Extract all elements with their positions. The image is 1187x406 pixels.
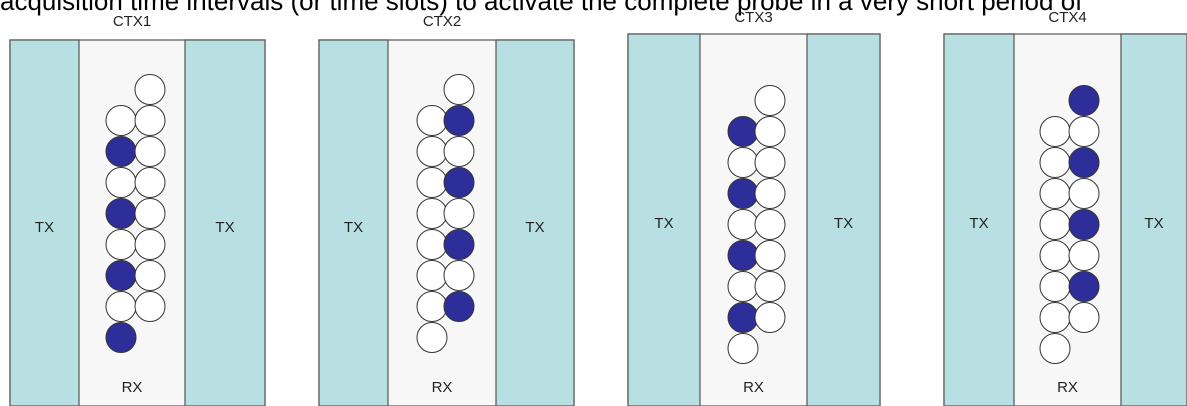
inactive-element: [727, 271, 759, 302]
inactive-element: [134, 167, 166, 198]
inactive-element: [105, 291, 137, 322]
inactive-element: [1068, 116, 1100, 147]
tx-right-label: TX: [525, 219, 544, 236]
rx-label: RX: [122, 379, 143, 396]
active-element: [727, 116, 759, 147]
active-element: [443, 291, 475, 322]
active-element: [1068, 147, 1100, 178]
inactive-element: [1039, 209, 1071, 240]
tx-left-label: TX: [969, 215, 988, 232]
inactive-element: [727, 147, 759, 178]
inactive-element: [416, 291, 448, 322]
active-element: [105, 198, 137, 229]
inactive-element: [754, 209, 786, 240]
active-element: [105, 260, 137, 291]
inactive-element: [134, 229, 166, 260]
active-element: [727, 178, 759, 209]
inactive-element: [416, 198, 448, 229]
inactive-element: [1039, 271, 1071, 302]
inactive-element: [134, 74, 166, 105]
rx-label: RX: [432, 379, 453, 396]
inactive-element: [416, 167, 448, 198]
inactive-element: [1068, 240, 1100, 271]
header-text: acquisition time intervals (or time slot…: [0, 0, 1083, 16]
inactive-element: [1039, 147, 1071, 178]
inactive-element: [754, 302, 786, 333]
tx-left-label: TX: [654, 215, 673, 232]
inactive-element: [105, 229, 137, 260]
tx-right-region: [184, 39, 266, 406]
active-element: [1068, 85, 1100, 116]
inactive-element: [443, 198, 475, 229]
tx-right-region: [495, 39, 575, 406]
inactive-element: [754, 271, 786, 302]
inactive-element: [416, 105, 448, 136]
inactive-element: [134, 105, 166, 136]
inactive-element: [727, 333, 759, 364]
tx-left-region: [9, 39, 80, 406]
active-element: [443, 229, 475, 260]
inactive-element: [416, 322, 448, 353]
tx-left-region: [943, 33, 1015, 406]
inactive-element: [134, 136, 166, 167]
tx-right-label: TX: [1144, 215, 1163, 232]
active-element: [1068, 271, 1100, 302]
inactive-element: [134, 291, 166, 322]
tx-right-label: TX: [834, 215, 853, 232]
tx-right-region: [806, 33, 881, 406]
tx-left-region: [627, 33, 701, 406]
inactive-element: [1039, 302, 1071, 333]
inactive-element: [443, 74, 475, 105]
inactive-element: [754, 178, 786, 209]
inactive-element: [443, 136, 475, 167]
rx-label: RX: [1057, 379, 1078, 396]
active-element: [443, 167, 475, 198]
inactive-element: [443, 260, 475, 291]
panel-title: CTX4: [1048, 9, 1086, 26]
active-element: [105, 136, 137, 167]
inactive-element: [1039, 240, 1071, 271]
inactive-element: [134, 198, 166, 229]
rx-label: RX: [743, 379, 764, 396]
active-element: [443, 105, 475, 136]
active-element: [727, 302, 759, 333]
inactive-element: [754, 147, 786, 178]
inactive-element: [754, 240, 786, 271]
inactive-element: [105, 105, 137, 136]
inactive-element: [1039, 116, 1071, 147]
inactive-element: [416, 260, 448, 291]
inactive-element: [754, 116, 786, 147]
inactive-element: [1039, 178, 1071, 209]
tx-right-label: TX: [215, 219, 234, 236]
panel-title: CTX1: [113, 13, 151, 30]
inactive-element: [727, 209, 759, 240]
inactive-element: [1039, 333, 1071, 364]
panel-title: CTX2: [423, 13, 461, 30]
active-element: [1068, 209, 1100, 240]
tx-left-region: [318, 39, 389, 406]
inactive-element: [754, 85, 786, 116]
inactive-element: [416, 136, 448, 167]
tx-left-label: TX: [344, 219, 363, 236]
inactive-element: [105, 167, 137, 198]
tx-right-region: [1120, 33, 1187, 406]
inactive-element: [416, 229, 448, 260]
inactive-element: [134, 260, 166, 291]
active-element: [727, 240, 759, 271]
active-element: [105, 322, 137, 353]
tx-left-label: TX: [35, 219, 54, 236]
inactive-element: [1068, 302, 1100, 333]
inactive-element: [1068, 178, 1100, 209]
panel-title: CTX3: [734, 9, 772, 26]
